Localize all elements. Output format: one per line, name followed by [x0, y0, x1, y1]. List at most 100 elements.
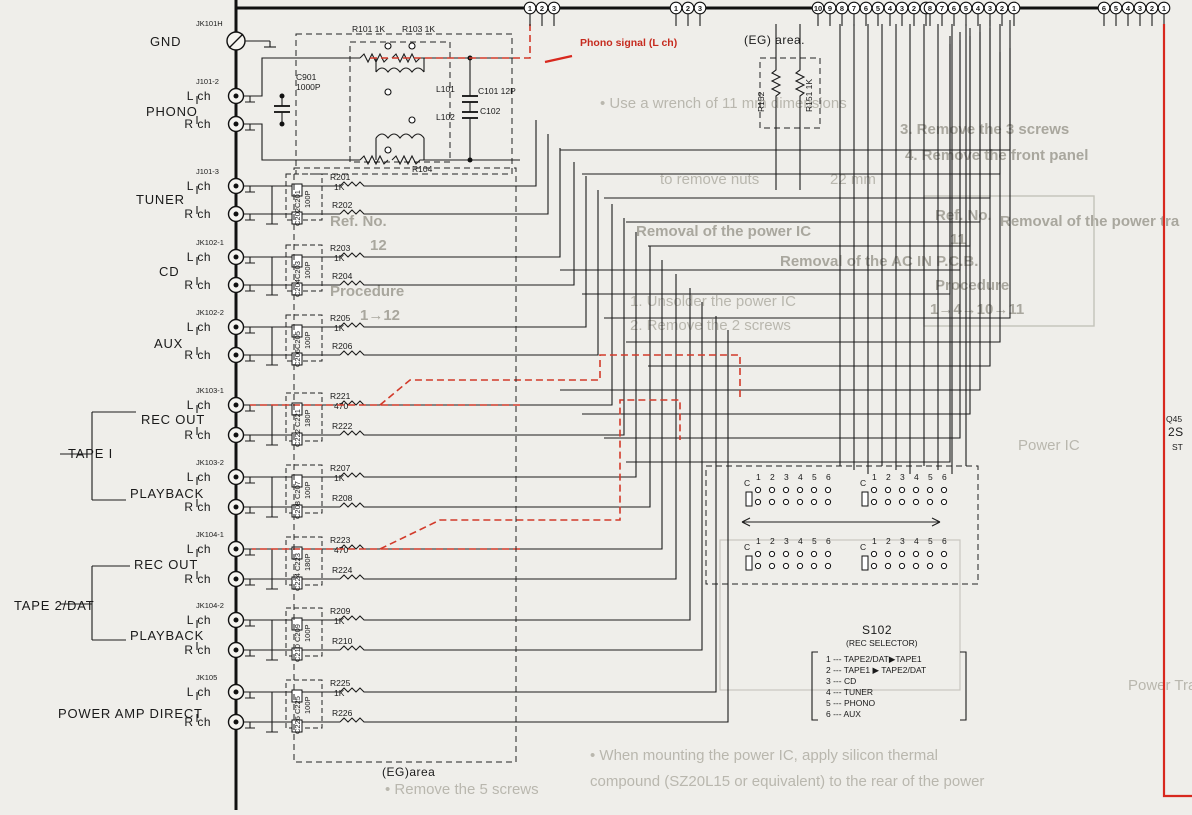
connector-pin-label: 4 — [1126, 4, 1131, 13]
ghost-note-1: • When mounting the power IC, apply sili… — [590, 747, 938, 764]
selector-legend-item: 6 --- AUX — [826, 709, 861, 719]
switch-contact — [912, 550, 920, 558]
resistor-label: R206 — [332, 341, 353, 351]
resistor — [339, 280, 520, 286]
q45-label: Q45 — [1166, 414, 1182, 424]
switch-contact — [870, 486, 878, 494]
selector-legend-item: 4 --- TUNER — [826, 687, 873, 697]
r101-label: R101 1K — [352, 24, 385, 34]
connector-pin-label: 1 — [1162, 4, 1166, 13]
resistor-value: 1K — [334, 473, 345, 483]
jack-ground — [244, 354, 256, 362]
connector-pin — [1007, 1, 1021, 15]
bus-trace — [626, 52, 1001, 343]
ghost-procedure: Procedure — [935, 277, 1009, 294]
row-ground — [266, 257, 278, 296]
jack-center — [233, 324, 239, 330]
rc-row-box — [285, 536, 323, 586]
s102-label: S102 — [862, 623, 892, 637]
jack-id-label: JK104-1 — [196, 530, 224, 539]
resistor-label: R222 — [332, 421, 353, 431]
resistor-label: R205 — [330, 313, 351, 323]
cap-label: C221 — [293, 409, 302, 427]
switch-position-number: 5 — [928, 472, 933, 482]
resistor — [339, 322, 520, 328]
capacitor — [291, 352, 303, 366]
selector-legend-item: 5 --- PHONO — [826, 698, 876, 708]
phono-signal-label: Phono signal (L ch) — [580, 37, 677, 49]
resistor — [339, 430, 520, 436]
ghost-step-screws: 2. Remove the 2 screws — [630, 317, 791, 334]
lch-label: L ch — [187, 398, 211, 412]
cap-label: C201 — [293, 190, 302, 208]
switch-common-label: C — [744, 542, 750, 552]
switch-position-number: 1 — [756, 472, 761, 482]
selector-legend-item: 3 --- CD — [826, 676, 856, 686]
cd-label: CD — [159, 264, 179, 279]
bus-trace — [604, 32, 961, 439]
capacitor — [291, 474, 303, 488]
resistor-label: R223 — [330, 535, 351, 545]
jack-ground — [244, 691, 256, 699]
row-ground — [266, 477, 278, 518]
jack-ground — [244, 326, 256, 334]
c901-label: C901 — [296, 72, 317, 82]
phono-signal-path — [370, 24, 531, 59]
switch-contact — [796, 550, 804, 558]
selector-legend-item: 2 --- TAPE1 ▶ TAPE2/DAT — [826, 665, 926, 675]
resistor-value: 470 — [334, 545, 348, 555]
switch-position-number: 1 — [756, 536, 761, 546]
ghost-title-power-tra: Removal of the power tra — [1000, 213, 1180, 230]
jack-ground — [244, 548, 256, 556]
connector-pin-label: 3 — [552, 4, 556, 13]
capacitor — [291, 282, 303, 296]
switch-position-number: 2 — [770, 536, 775, 546]
ghost-ref-value: 11 — [950, 231, 966, 248]
rch-label: R ch — [184, 117, 211, 131]
switch-position-number: 3 — [900, 536, 905, 546]
bus-trace — [648, 36, 971, 247]
resistor — [339, 717, 520, 723]
bus-trace — [648, 20, 991, 367]
resistor — [339, 350, 520, 356]
switch-wiper — [861, 555, 869, 571]
switch-position-number: 5 — [928, 536, 933, 546]
switch-contact — [940, 486, 948, 494]
jack-id-label: JK102-1 — [196, 238, 224, 247]
switch-common-label: C — [744, 478, 750, 488]
resistor — [339, 472, 520, 478]
lch-label: L ch — [187, 320, 211, 334]
switch-contact — [824, 498, 832, 506]
connector-pin-label: 8 — [840, 4, 844, 13]
connector-pin-label: 8 — [928, 4, 932, 13]
switch-contact — [912, 498, 920, 506]
lch-label: L ch — [187, 89, 211, 103]
switch-position-number: 6 — [826, 472, 831, 482]
connector-pin-label: 6 — [1102, 4, 1106, 13]
jack-center — [233, 352, 239, 358]
ghost-wrench-size: 22 mm — [830, 171, 876, 188]
rch-label: R ch — [184, 572, 211, 586]
connector-pin-label: 5 — [876, 4, 880, 13]
c901-value: 1000P — [296, 82, 321, 92]
phono-signal-pointer — [544, 54, 573, 64]
lch-label: L ch — [187, 470, 211, 484]
cap-label: C205 — [293, 331, 302, 349]
ghost-step-4: 4. Remove the front panel — [905, 147, 1088, 164]
row-ground — [266, 405, 278, 446]
jack-center — [233, 546, 239, 552]
connector-pin-label: 3 — [988, 4, 992, 13]
jack-id-label: J101-2 — [196, 77, 219, 86]
cap-label: C222 — [293, 429, 302, 447]
switch-position-number: 3 — [784, 472, 789, 482]
l102-label: L102 — [436, 112, 455, 122]
eg-area-box — [293, 167, 517, 763]
signal-trace — [520, 288, 691, 621]
connector-pin — [693, 1, 707, 15]
eg-area-network — [759, 24, 821, 190]
capacitor — [291, 689, 303, 703]
gnd-label: GND — [150, 34, 181, 49]
switch-contact — [870, 550, 878, 558]
